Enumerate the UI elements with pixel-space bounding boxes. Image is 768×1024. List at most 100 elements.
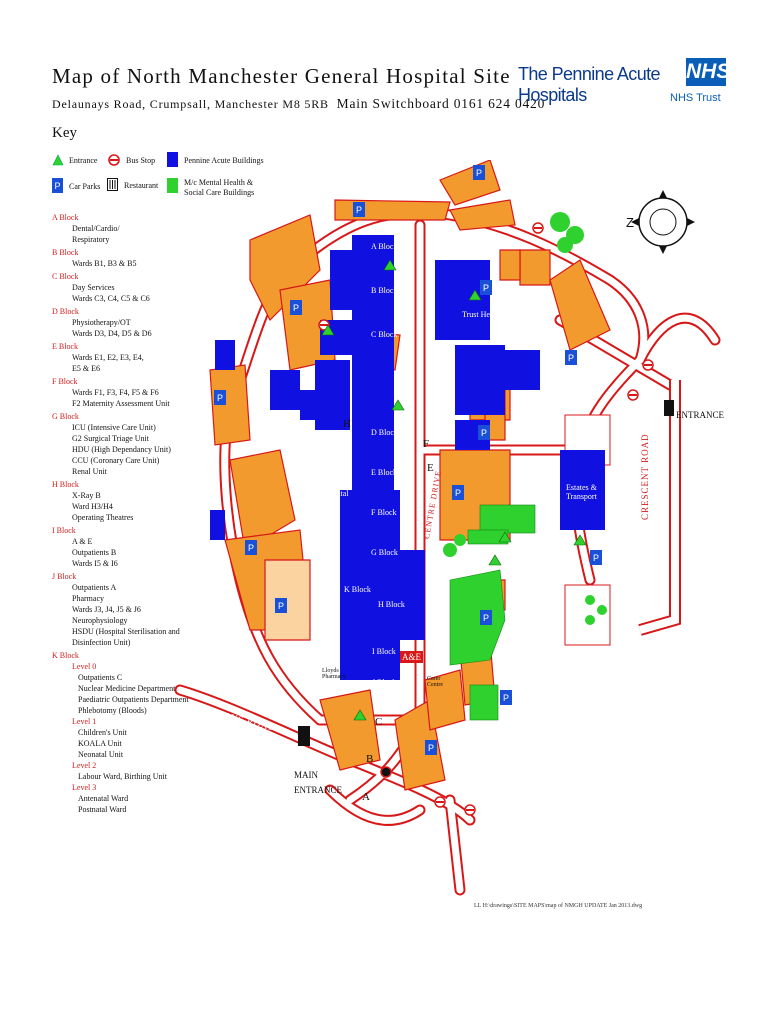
legend-bus-stop: Bus Stop bbox=[107, 154, 155, 166]
grounds-area bbox=[549, 259, 611, 351]
building bbox=[300, 390, 325, 420]
grounds-areas bbox=[209, 160, 611, 791]
legend: Entrance Bus Stop Pennine Acute Building… bbox=[52, 150, 272, 210]
entrance-triangle-icon bbox=[383, 259, 397, 271]
block-detail: Neurophysiology bbox=[72, 616, 128, 625]
legend-entrance: Entrance bbox=[52, 154, 97, 166]
blue-building-icon bbox=[167, 152, 178, 167]
block-detail: Disinfection Unit) bbox=[72, 638, 131, 647]
car-park-icon: P bbox=[290, 300, 302, 315]
legend-mental-health: M/c Mental Health &Social Care Buildings bbox=[167, 178, 254, 198]
block-heading: J Block bbox=[52, 572, 77, 581]
svg-text:P: P bbox=[593, 553, 599, 563]
entrance-triangle-icon bbox=[353, 709, 367, 721]
car-parks: P P P P P P P P P P P P P P bbox=[214, 165, 602, 755]
svg-text:Z: Z bbox=[626, 215, 634, 230]
block-detail: F2 Maternity Assessment Unit bbox=[72, 399, 170, 408]
car-park-icon: P bbox=[478, 425, 490, 440]
address: Delaunays Road, Crumpsall, Manchester M8… bbox=[52, 97, 329, 111]
block-detail: Wards D3, D4, D5 & D6 bbox=[72, 329, 152, 338]
level-heading: Level 0 bbox=[72, 662, 97, 671]
car-park-icon: P bbox=[353, 202, 365, 217]
level-detail: Neonatal Unit bbox=[78, 750, 124, 759]
svg-text:P: P bbox=[428, 743, 434, 753]
svg-text:P: P bbox=[483, 283, 489, 293]
building-main-spine bbox=[352, 235, 394, 490]
building bbox=[469, 684, 499, 721]
entrance-markers bbox=[298, 400, 674, 746]
key-heading: Key bbox=[52, 125, 77, 141]
bus-stop-icon bbox=[380, 766, 392, 778]
building bbox=[330, 250, 355, 310]
block-detail: Ward H3/H4 bbox=[72, 502, 113, 511]
entrance-triangle-icon bbox=[52, 154, 64, 166]
block-heading: K Block bbox=[52, 651, 79, 660]
svg-text:P: P bbox=[503, 693, 509, 703]
level-heading: Level 1 bbox=[72, 717, 97, 726]
level-detail: KOALA Unit bbox=[78, 739, 122, 748]
bus-stop-icon bbox=[642, 359, 654, 371]
grounds-area bbox=[264, 559, 311, 641]
building bbox=[400, 550, 425, 640]
block-detail: Respiratory bbox=[72, 235, 110, 244]
building bbox=[215, 340, 235, 370]
block-detail: Outpatients A bbox=[72, 583, 117, 592]
level-heading: Level 2 bbox=[72, 761, 97, 770]
green-building-icon bbox=[167, 178, 178, 193]
entrance-triangle-icon bbox=[488, 554, 502, 566]
grounds-area bbox=[519, 249, 551, 286]
grounds-area bbox=[319, 689, 381, 771]
pennine-buildings bbox=[210, 235, 605, 680]
svg-text:P: P bbox=[356, 205, 362, 215]
grounds-area bbox=[439, 160, 501, 206]
level-detail: Phlebotomy (Bloods) bbox=[78, 706, 147, 715]
block-detail: Day Services bbox=[72, 283, 115, 292]
level-detail: Postnatal Ward bbox=[78, 805, 127, 814]
bus-stop-icon bbox=[464, 804, 476, 816]
trust-name: The Pennine Acute Hospitals bbox=[518, 64, 661, 105]
trust-logo: The Pennine Acute Hospitals NHS NHS Trus… bbox=[516, 58, 730, 114]
block-detail: HDU (High Dependancy Unit) bbox=[72, 445, 171, 454]
svg-text:P: P bbox=[217, 393, 223, 403]
entrance-triangle-icon bbox=[573, 534, 587, 546]
car-park-icon: P bbox=[425, 740, 437, 755]
page-title: Map of North Manchester General Hospital… bbox=[52, 64, 511, 88]
block-heading: B Block bbox=[52, 248, 79, 257]
svg-text:P: P bbox=[293, 303, 299, 313]
block-detail: Renal Unit bbox=[72, 467, 107, 476]
legend-label: M/c Mental Health &Social Care Buildings bbox=[184, 178, 255, 197]
car-park-icon: P bbox=[275, 598, 287, 613]
park-house bbox=[449, 569, 506, 666]
level-detail: Labour Ward, Birthing Unit bbox=[78, 772, 167, 781]
block-detail: CCU (Coronary Care Unit) bbox=[72, 456, 160, 465]
svg-text:P: P bbox=[455, 488, 461, 498]
level-heading: Level 3 bbox=[72, 783, 97, 792]
entrance-right-marker bbox=[664, 400, 674, 416]
building bbox=[270, 370, 300, 410]
switchboard: Main Switchboard 0161 624 0420 bbox=[336, 96, 546, 111]
level-detail: Outpatients C bbox=[78, 673, 123, 682]
block-detail: A & E bbox=[72, 537, 93, 546]
legend-label: Entrance bbox=[69, 155, 98, 165]
grounds-area bbox=[229, 449, 296, 551]
car-park-icon: P bbox=[480, 280, 492, 295]
block-detail: Outpatients B bbox=[72, 548, 117, 557]
grounds-area bbox=[334, 199, 451, 221]
bus-stop-icon bbox=[532, 222, 544, 234]
building bbox=[479, 504, 536, 534]
legend-pennine-buildings: Pennine Acute Buildings bbox=[167, 152, 264, 168]
level-detail: Children's Unit bbox=[78, 728, 127, 737]
block-detail: E5 & E6 bbox=[72, 364, 100, 373]
block-detail: Pharmacy bbox=[72, 594, 104, 603]
level-detail: Nuclear Medicine Department bbox=[78, 684, 176, 693]
grounds-area bbox=[449, 199, 516, 231]
block-heading: H Block bbox=[52, 480, 79, 489]
block-heading: E Block bbox=[52, 342, 78, 351]
bus-stop-icon bbox=[434, 796, 446, 808]
car-park-icon: P bbox=[565, 350, 577, 365]
block-detail: Dental/Cardio/ bbox=[72, 224, 120, 233]
block-detail: G2 Surgical Triage Unit bbox=[72, 434, 149, 443]
legend-label: Pennine Acute Buildings bbox=[184, 155, 264, 165]
car-park-icon: P bbox=[500, 690, 512, 705]
